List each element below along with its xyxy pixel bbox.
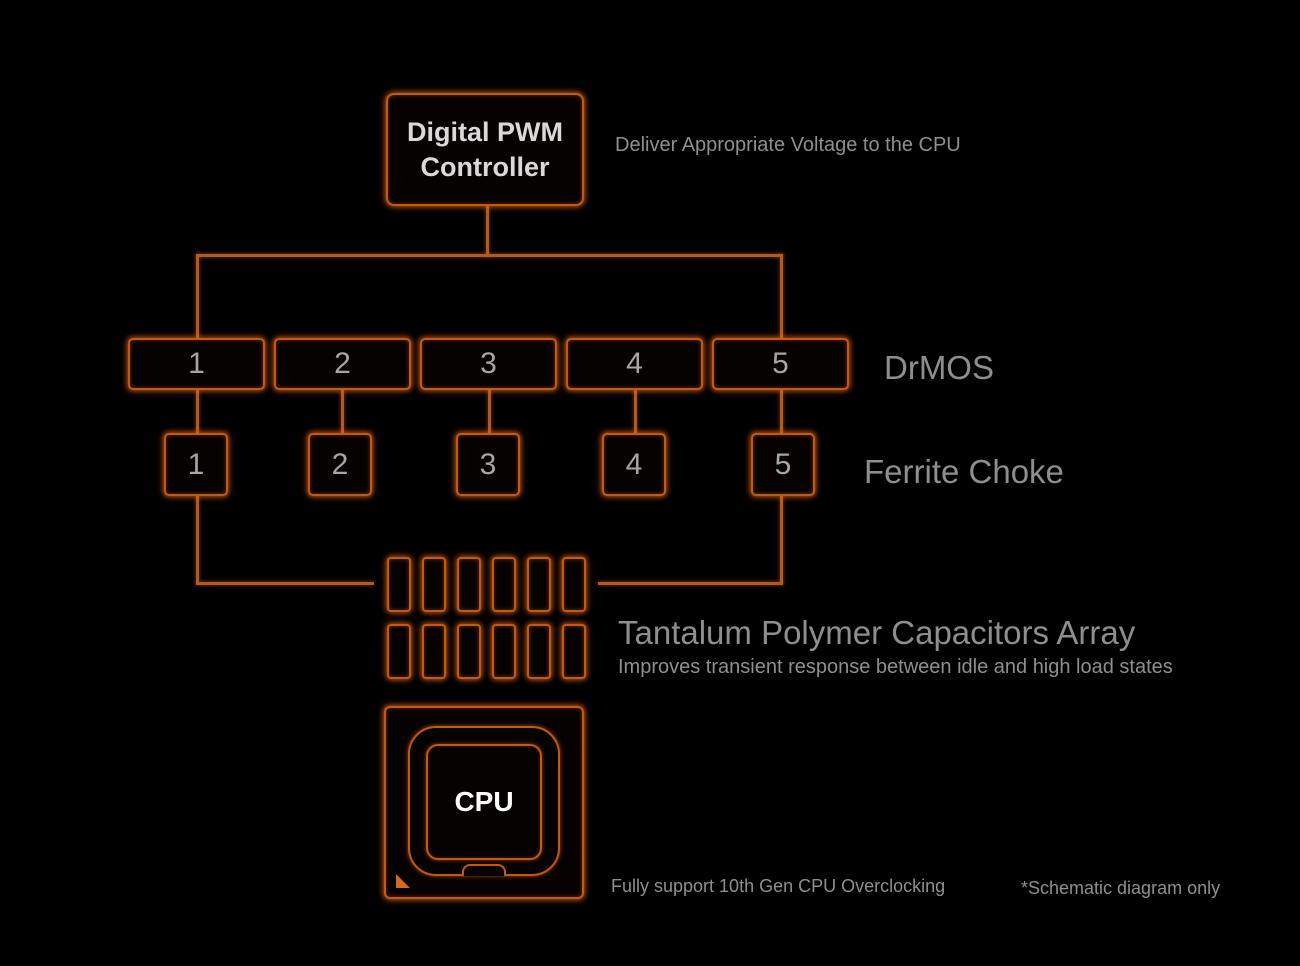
cpu-ihs-outline: CPU [408,726,560,876]
cpu-description: Fully support 10th Gen CPU Overclocking [611,876,946,896]
choke-right-down-line [780,496,783,584]
capacitor-r2-c5 [527,624,551,679]
capacitor-r2-c2 [422,624,446,679]
capacitor-r1-c4 [492,557,516,612]
drmos-box-4: 4 [566,338,703,390]
drmos-choke-link-4 [634,390,637,434]
drmos-box-2: 2 [274,338,411,390]
drmos-box-1: 1 [128,338,265,390]
choke-box-1: 1 [164,433,228,496]
capacitor-r2-c6 [562,624,586,679]
drmos-box-3: 3 [420,338,557,390]
pwm-title-line2: Controller [420,151,550,182]
choke-box-5: 5 [751,433,815,496]
bus-left-drop [196,254,199,339]
capacitor-r1-c3 [457,557,481,612]
capacitor-r2-c4 [492,624,516,679]
bus-right-drop [780,254,783,339]
drmos-box-5: 5 [712,338,849,390]
drmos-choke-link-3 [488,390,491,434]
schematic-footnote: *Schematic diagram only [1021,878,1221,898]
cpu-label: CPU [454,786,514,817]
pin1-triangle-icon [396,874,410,888]
drmos-choke-link-5 [780,390,783,434]
capacitor-r1-c2 [422,557,446,612]
capacitor-r2-c3 [457,624,481,679]
cpu-package: CPU [384,706,584,899]
choke-box-2: 2 [308,433,372,496]
drmos-choke-link-1 [196,390,199,434]
cap-left-feed-line [196,582,374,585]
choke-box-3: 3 [456,433,520,496]
cap-right-feed-line [598,582,783,585]
cpu-die: CPU [426,744,542,860]
capacitor-r1-c6 [562,557,586,612]
capacitor-r1-c5 [527,557,551,612]
cpu-notch [462,864,506,876]
capacitor-r1-c1 [387,557,411,612]
pwm-description: Deliver Appropriate Voltage to the CPU [615,134,961,156]
choke-left-down-line [196,496,199,584]
choke-label: Ferrite Choke [864,453,1064,490]
capacitors-title: Tantalum Polymer Capacitors Array [618,614,1136,651]
drmos-choke-link-2 [341,390,344,434]
pwm-trunk-line [486,206,489,256]
capacitor-r2-c1 [387,624,411,679]
bus-top-line [196,254,783,257]
pwm-title-line1: Digital PWM [407,116,563,147]
pwm-controller-box: Digital PWM Controller [386,93,584,206]
capacitors-subtitle: Improves transient response between idle… [618,656,1173,678]
drmos-label: DrMOS [884,349,994,386]
choke-box-4: 4 [602,433,666,496]
